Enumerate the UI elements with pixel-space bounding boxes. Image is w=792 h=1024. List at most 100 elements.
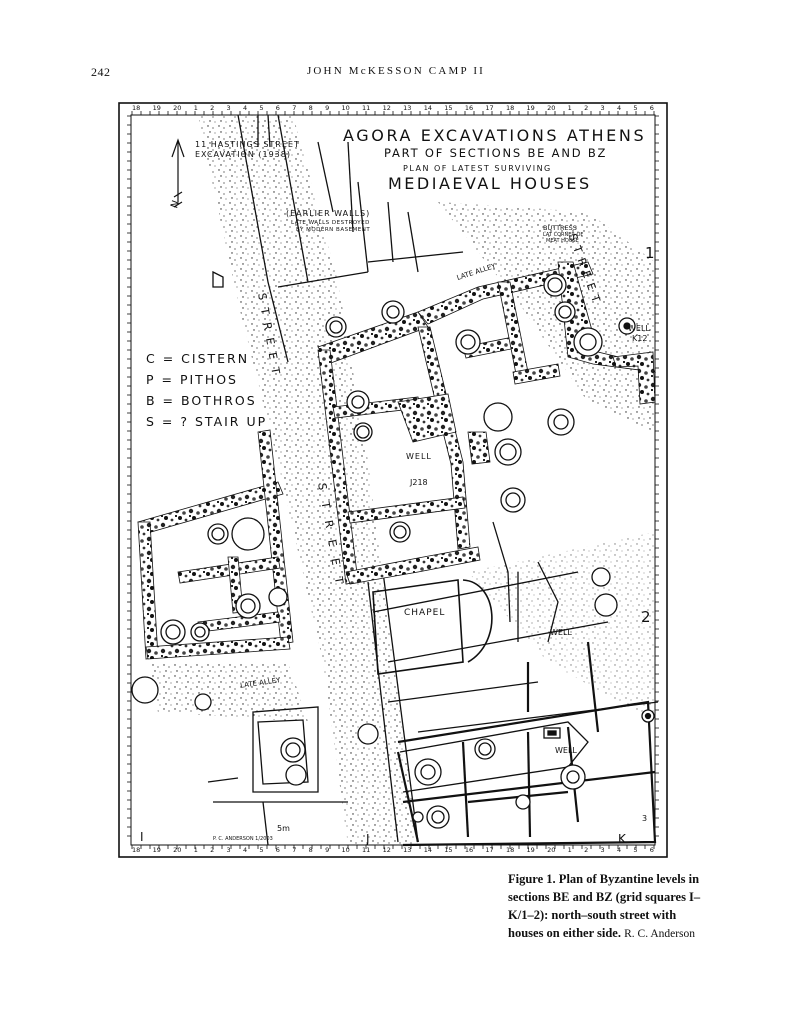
earlier-walls-label-line1: (EARLIER WALLS) [286, 209, 371, 218]
caption-credit: R. C. Anderson [624, 928, 696, 940]
grid-number: 6 [649, 846, 654, 854]
grid-number: 19 [526, 104, 535, 112]
grid-number: 10 [341, 846, 350, 854]
legend-item-stair: S = ? STAIR UP [146, 414, 268, 429]
chapel-label: CHAPEL [404, 608, 446, 618]
grid-number: 16 [464, 104, 474, 112]
grid-number: 9 [325, 846, 330, 854]
grid-number: 16 [464, 846, 474, 854]
grid-number: 14 [423, 104, 433, 112]
grid-number: 3 [600, 104, 605, 112]
grid-number: 7 [292, 104, 297, 112]
grid-number: 2 [584, 846, 589, 854]
hastings-label-line1: 11 HASTINGS STREET [195, 140, 300, 149]
grid-number: 11 [362, 846, 371, 854]
grid-number: 6 [275, 846, 280, 854]
page-number: 242 [91, 65, 111, 79]
grid-number: 15 [444, 104, 453, 112]
figure-caption: Figure 1. Plan of Byzantine levels in se… [508, 870, 708, 943]
legend: C = CISTERN P = PITHOS B = BOTHROS S = ?… [146, 348, 267, 432]
running-head: JOHN McKESSON CAMP II [306, 65, 486, 77]
hastings-label-line2: EXCAVATION (1938) [195, 150, 291, 159]
grid-number: 20 [173, 104, 182, 112]
figure-plan [118, 102, 668, 858]
row-label-1: 1 [645, 244, 655, 262]
grid-number: 7 [292, 846, 297, 854]
grid-number: 6 [275, 104, 280, 112]
row-label-2: 2 [641, 608, 651, 626]
grid-number: 3 [226, 846, 231, 854]
grid-number: 4 [242, 846, 248, 854]
grid-number: 19 [526, 846, 535, 854]
grid-number: 19 [152, 846, 161, 854]
grid-number: 8 [308, 104, 313, 112]
grid-ruler-ticks [127, 111, 659, 849]
grid-number: 20 [173, 846, 182, 854]
grid-number: 18 [505, 846, 515, 854]
grid-number: 12 [382, 846, 391, 854]
north-arrow [171, 138, 185, 208]
grid-number: 8 [308, 846, 313, 854]
grid-number: 1 [567, 104, 572, 112]
grid-number: 3 [226, 104, 231, 112]
grid-number: 4 [242, 104, 248, 112]
grid-number: 3 [600, 846, 605, 854]
legend-item-cistern: C = CISTERN [146, 351, 250, 366]
grid-number: 17 [485, 104, 494, 112]
grid-number: 20 [547, 846, 556, 854]
excavation-plan-svg [118, 102, 668, 858]
caption-text: Figure 1. Plan of Byzantine levels in se… [508, 872, 701, 940]
grid-number: 13 [403, 104, 412, 112]
map-title-line3: PLAN OF LATEST SURVIVING [403, 164, 552, 173]
late-alley-top-label: LATE ALLEY [455, 261, 497, 283]
grid-number: 2 [210, 846, 215, 854]
draftsman-label: P. C. ANDERSON 1/2003 [213, 836, 273, 842]
buttress-label-line2: LAT CORNER OF [543, 232, 584, 238]
buttress-label-line1: BUTTRESS [543, 224, 577, 232]
grid-number: 18 [132, 104, 141, 112]
grid-number: 1 [193, 846, 198, 854]
grid-number: 12 [382, 104, 391, 112]
grid-number: 1 [193, 104, 198, 112]
buttress-label-line3: MEAT HOUSE [546, 238, 579, 244]
lower-houses [396, 641, 657, 847]
grid-number: 5 [633, 846, 638, 854]
grid-number: 17 [485, 846, 494, 854]
grid-number: 2 [584, 104, 589, 112]
features [131, 273, 655, 829]
grid-number: 14 [423, 846, 433, 854]
grid-number: 11 [362, 104, 371, 112]
earlier-walls-label-line3: BY MODERN BASEMENT [296, 227, 371, 233]
well-k12-label: WELL [628, 324, 650, 333]
well-k12-code: K12 [632, 334, 648, 343]
grid-number: 5 [259, 846, 264, 854]
grid-number: 18 [132, 846, 141, 854]
street-center-label: STREET [315, 482, 348, 597]
legend-item-pithos: P = PITHOS [146, 372, 238, 387]
grid-number: 1 [567, 846, 572, 854]
grid-number: 18 [505, 104, 515, 112]
legend-item-bothros: B = BOTHROS [146, 393, 257, 408]
grid-number: 5 [259, 104, 264, 112]
well-center-code: J218 [410, 478, 428, 487]
grid-number: 6 [649, 104, 654, 112]
grid-number: 19 [152, 104, 161, 112]
grid-number: 15 [444, 846, 453, 854]
well-center-label: WELL [406, 452, 432, 461]
scale-label: 5m [277, 824, 290, 833]
grid-number: 13 [403, 846, 412, 854]
grid-number: 5 [633, 104, 638, 112]
late-alley-bottom-label: LATE ALLEY [239, 676, 281, 690]
map-title-line4: MEDIAEVAL HOUSES [388, 174, 592, 193]
grid-number: 20 [547, 104, 556, 112]
grid-number: 4 [616, 846, 622, 854]
map-labels: AGORA EXCAVATIONS ATHENS PART OF SECTION… [118, 102, 668, 858]
col-label-K: K [618, 832, 626, 846]
street-right-label: STREET [565, 232, 605, 310]
earlier-walls-label-line2: LATE WALLS DESTROYED [291, 220, 370, 226]
map-title-line1: AGORA EXCAVATIONS ATHENS [343, 126, 647, 145]
row-label-3: 3 [642, 814, 648, 823]
grid-number: 2 [210, 104, 215, 112]
